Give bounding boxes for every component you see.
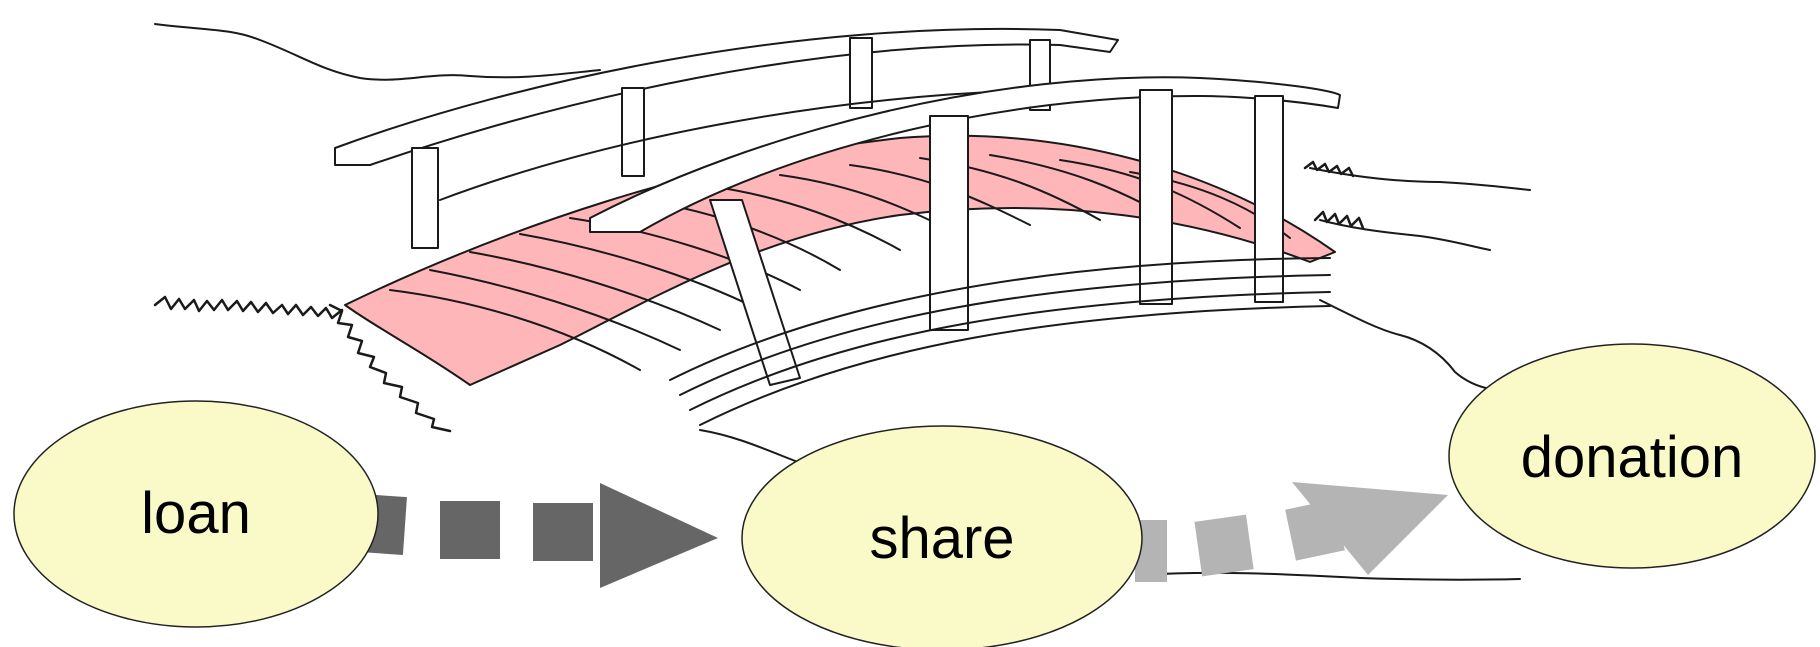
loan-label: loan	[141, 481, 251, 546]
lower-shore-line	[1140, 573, 1520, 580]
water-line	[1320, 300, 1515, 390]
node-donation: donation	[1449, 344, 1815, 568]
right-bank-line-2	[1320, 220, 1490, 250]
far-bank-line	[155, 24, 600, 80]
arrow-loan-to-share	[343, 483, 718, 588]
node-share: share	[742, 426, 1142, 647]
arrow-dash	[533, 503, 593, 561]
arrow-dash	[1194, 515, 1253, 577]
bridge-deck	[345, 136, 1335, 385]
share-label: share	[869, 506, 1014, 571]
node-loan: loan	[14, 401, 378, 627]
donation-label: donation	[1521, 425, 1744, 490]
arrowhead-icon	[600, 483, 718, 588]
arrow-share-to-donation	[1135, 482, 1448, 582]
grass-left	[155, 297, 342, 318]
arrow-dash	[440, 501, 500, 559]
